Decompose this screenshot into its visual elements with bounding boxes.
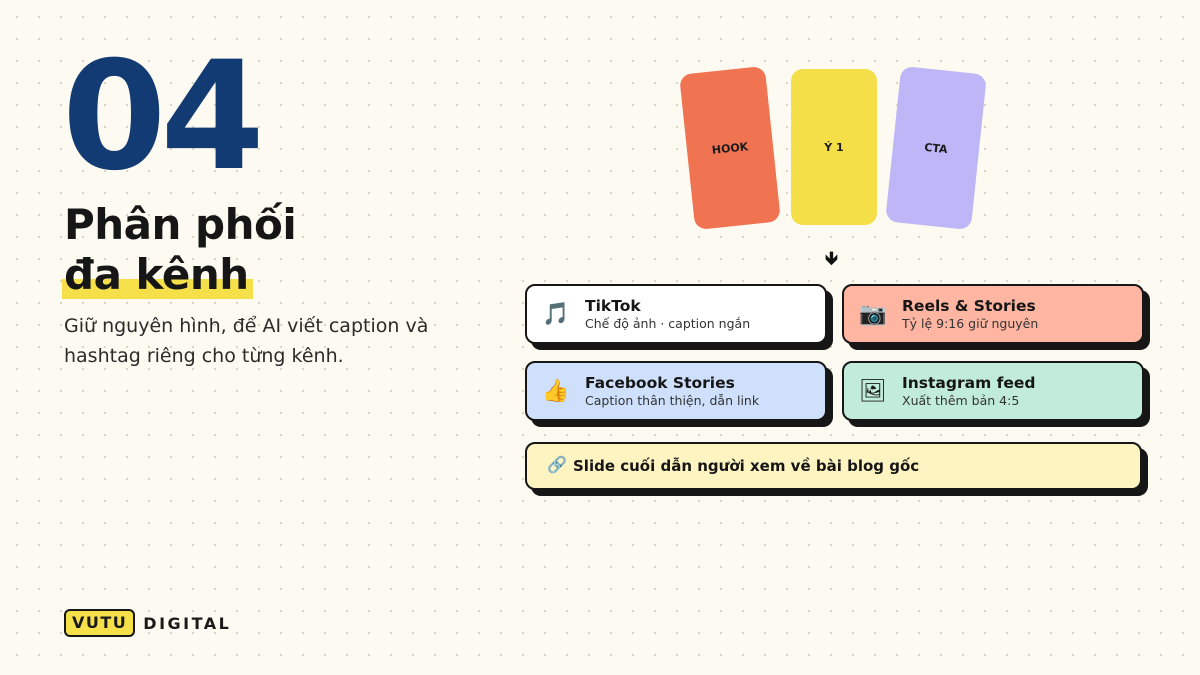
channel-instagram-feed: 🖼 Instagram feed Xuất thêm bản 4:5 <box>842 361 1144 421</box>
channel-subtitle: Chế độ ảnh · caption ngắn <box>585 315 751 331</box>
channel-title: Facebook Stories <box>585 373 735 392</box>
title-line-2-highlight: đa kênh <box>62 250 253 299</box>
brand-text: DIGITAL <box>143 613 232 633</box>
channel-title: Reels & Stories <box>902 296 1036 315</box>
arrow-down-icon: 🡻 <box>825 248 838 269</box>
channel-reels-stories: 📷 Reels & Stories Tỷ lệ 9:16 giữ nguyên <box>842 284 1144 344</box>
blog-note-text: Slide cuối dẫn người xem về bài blog gốc <box>573 456 920 475</box>
channel-subtitle: Caption thân thiện, dẫn link <box>585 392 760 408</box>
thumbs-up-icon: 👍 <box>542 378 570 403</box>
slide-title: Phân phối đa kênh <box>62 200 297 300</box>
channel-tiktok: 🎵 TikTok Chế độ ảnh · caption ngắn <box>525 284 827 344</box>
brand-badge: VUTU <box>64 609 136 637</box>
channel-facebook-stories: 👍 Facebook Stories Caption thân thiện, d… <box>525 361 827 421</box>
slide-description: Giữ nguyên hình, để AI viết caption và h… <box>64 315 429 367</box>
link-icon: 🔗 <box>547 457 567 474</box>
picture-icon: 🖼 <box>859 378 887 403</box>
channel-subtitle: Tỷ lệ 9:16 giữ nguyên <box>902 315 1039 331</box>
card-idea-1: Ý 1 <box>791 69 877 225</box>
blog-link-note: 🔗 Slide cuối dẫn người xem về bài blog g… <box>525 442 1142 490</box>
channel-title: Instagram feed <box>902 373 1036 392</box>
brand-logo: VUTU DIGITAL <box>64 609 231 637</box>
camera-icon: 📷 <box>859 301 887 326</box>
card-cta: CTA <box>885 65 987 231</box>
title-line-1: Phân phối <box>64 200 297 249</box>
slide-number: 04 <box>62 30 265 204</box>
music-note-icon: 🎵 <box>542 301 570 326</box>
channel-subtitle: Xuất thêm bản 4:5 <box>902 392 1020 408</box>
card-hook: HOOK <box>679 65 781 231</box>
channel-title: TikTok <box>585 296 641 315</box>
